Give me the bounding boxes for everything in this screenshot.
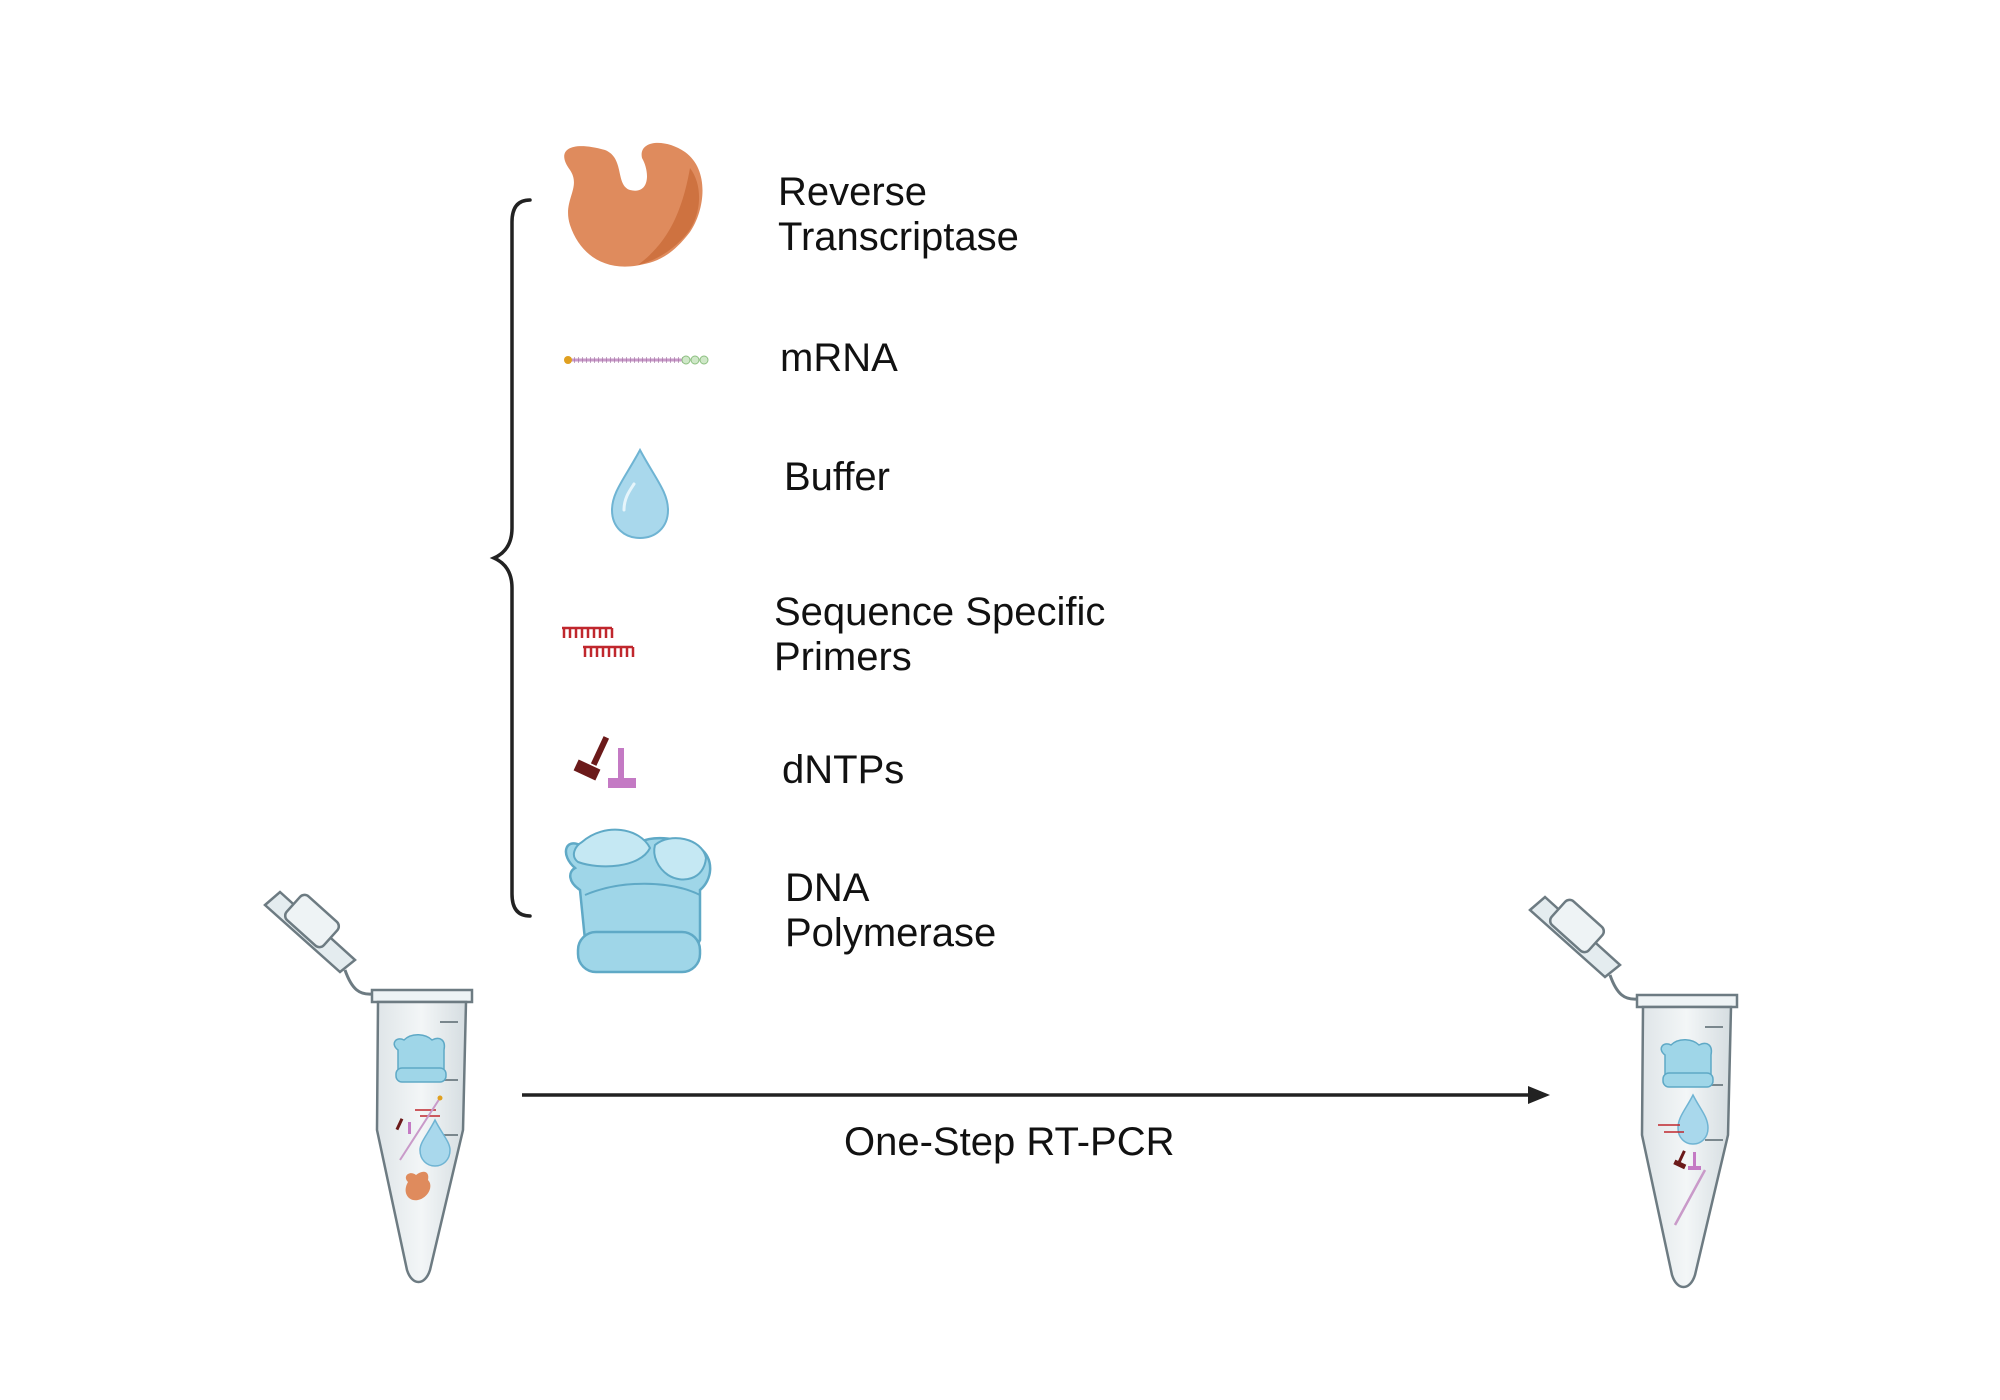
label-mrna: mRNA	[780, 336, 898, 381]
enzyme-blob-icon	[564, 142, 703, 267]
label-line: Reverse	[778, 170, 927, 214]
label-line: Buffer	[784, 455, 890, 499]
curly-brace	[489, 198, 532, 918]
label-line: Polymerase	[785, 911, 997, 955]
label-buffer: Buffer	[784, 455, 890, 500]
dntp-icon	[573, 736, 636, 788]
label-line: dNTPs	[782, 748, 905, 792]
label-line: One-Step RT-PCR	[844, 1120, 1175, 1164]
water-drop-icon	[610, 447, 670, 540]
polymerase-icon	[564, 828, 712, 974]
label-reverse-transcriptase: Reverse Transcriptase	[778, 170, 1019, 260]
label-line: Primers	[774, 635, 912, 679]
process-arrow	[522, 1086, 1550, 1104]
label-dntps: dNTPs	[782, 748, 904, 793]
tube-product-icon	[1528, 895, 1739, 1289]
label-line: DNA	[785, 866, 870, 910]
label-line: mRNA	[780, 336, 898, 380]
process-label: One-Step RT-PCR	[844, 1120, 1175, 1165]
label-primers: Sequence Specific Primers	[774, 590, 1105, 680]
label-line: Sequence Specific	[774, 590, 1106, 634]
label-line: Transcriptase	[778, 215, 1019, 259]
label-dna-polymerase: DNA Polymerase	[785, 866, 996, 956]
primers-icon	[562, 626, 635, 657]
tube-mixture-icon	[263, 890, 474, 1284]
mrna-strand-icon	[564, 355, 709, 365]
